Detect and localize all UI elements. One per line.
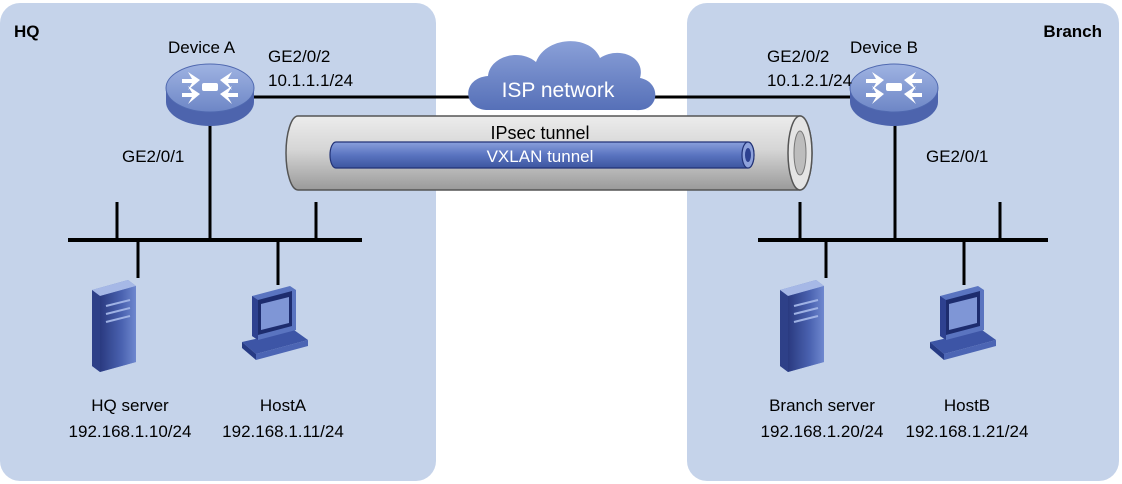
ipsec-tunnel-label: IPsec tunnel [490, 123, 589, 143]
branch-server-name: Branch server [769, 396, 875, 415]
hq-site-title: HQ [14, 22, 40, 41]
device-b-uplink-port: GE2/0/2 [767, 47, 829, 66]
router-icon [849, 63, 939, 127]
device-b-name: Device B [850, 38, 918, 57]
vxlan-tunnel-label: VXLAN tunnel [487, 147, 594, 166]
server-icon [779, 279, 825, 373]
hq-server-ip: 192.168.1.10/24 [69, 422, 192, 441]
host-b-ip: 192.168.1.21/24 [906, 422, 1029, 441]
host-a-name: HostA [260, 396, 307, 415]
branch-site-title: Branch [1043, 22, 1102, 41]
branch-server-ip: 192.168.1.20/24 [761, 422, 884, 441]
hq-server-name: HQ server [91, 396, 169, 415]
device-a-lan-port: GE2/0/1 [122, 147, 184, 166]
device-b-lan-port: GE2/0/1 [926, 147, 988, 166]
vxlan-tunnel [329, 141, 755, 169]
device-a-name: Device A [168, 38, 236, 57]
router-icon [165, 63, 255, 127]
cloud-icon [468, 41, 656, 111]
device-a-uplink-ip: 10.1.1.1/24 [268, 71, 353, 90]
host-b-name: HostB [944, 396, 990, 415]
host-a-ip: 192.168.1.11/24 [222, 422, 344, 441]
device-b-uplink-ip: 10.1.2.1/24 [767, 71, 852, 90]
server-icon [91, 279, 137, 373]
device-a-uplink-port: GE2/0/2 [268, 47, 330, 66]
isp-network-label: ISP network [502, 79, 615, 102]
